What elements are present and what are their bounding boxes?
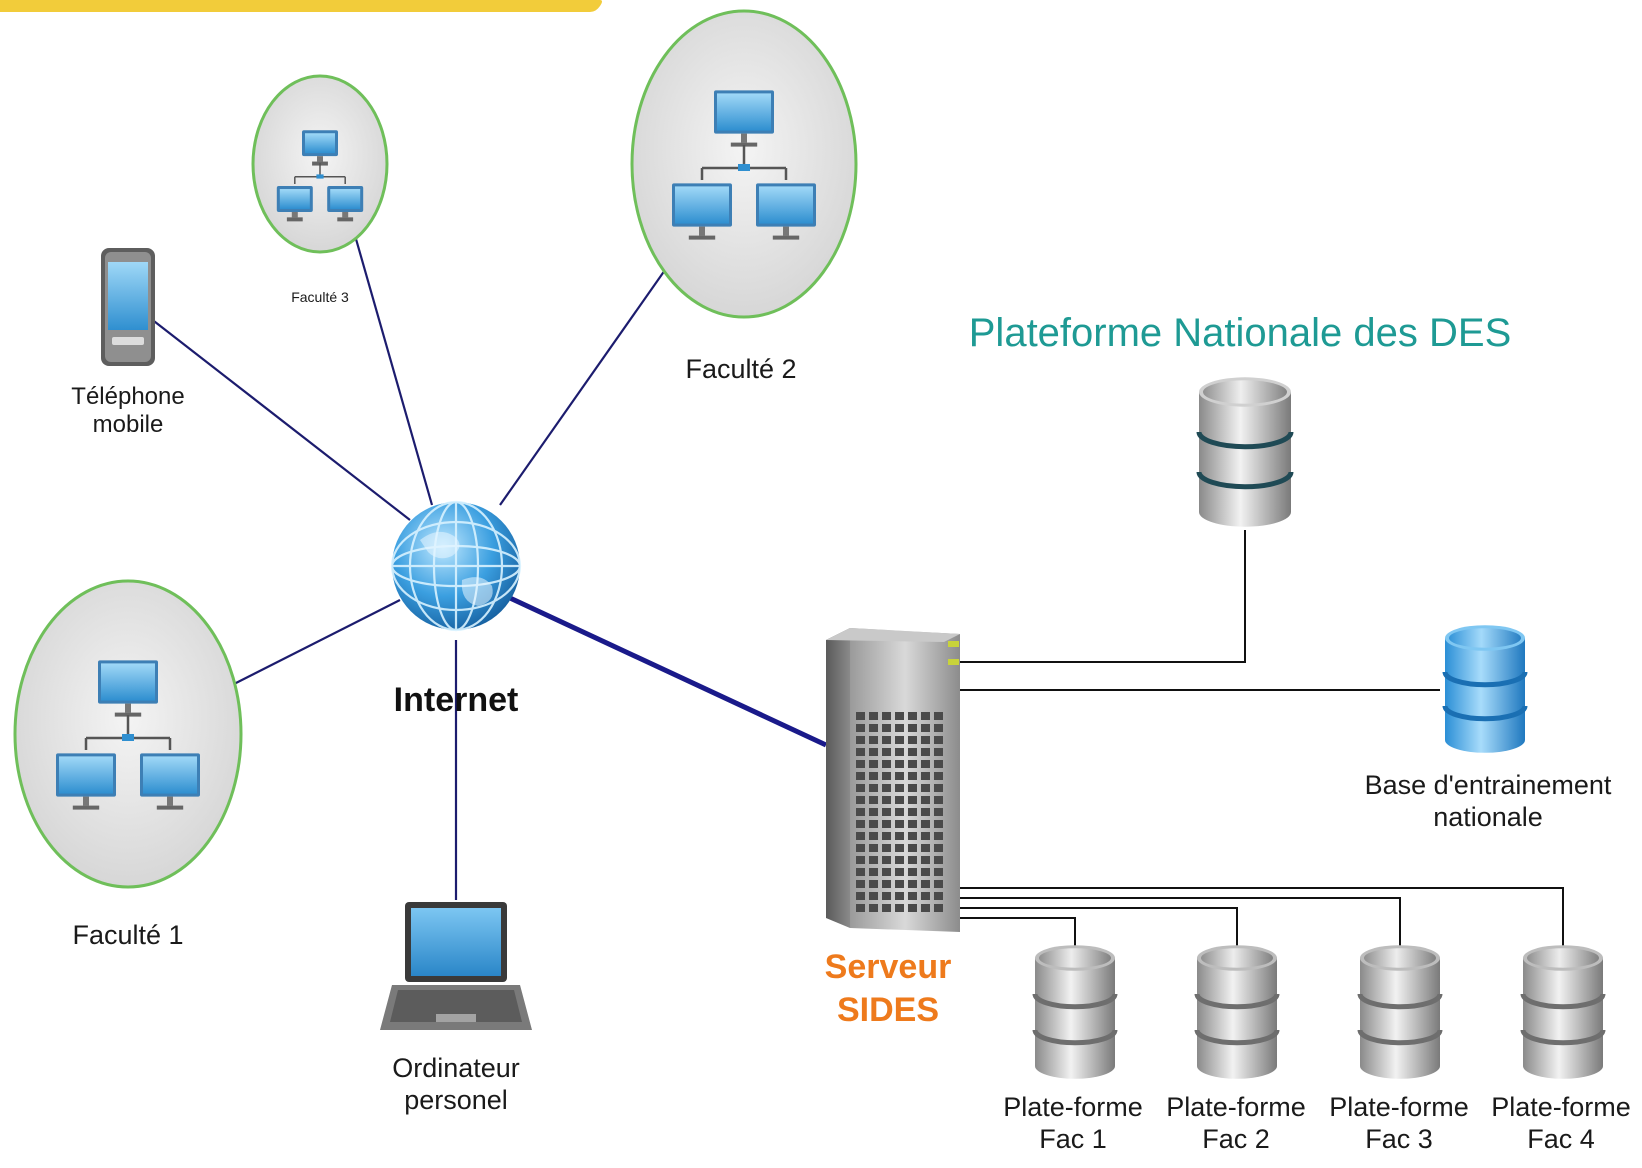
platform-db-icon-3 — [1357, 945, 1443, 1079]
platform-db-icon-1 — [1032, 945, 1118, 1079]
wire-fac-3 — [960, 897, 1401, 948]
banner-fragment — [0, 0, 602, 12]
wire-fac-1 — [960, 917, 1076, 948]
platform-databases — [1032, 945, 1606, 1079]
platform-label-1: Plate-forme Fac 1 — [1003, 1092, 1143, 1156]
laptop-label-line2: personel — [404, 1084, 508, 1115]
faculte-2-network-icon — [672, 90, 816, 240]
internet-label: Internet — [393, 681, 519, 719]
laptop-label: Ordinateur personel — [392, 1053, 520, 1117]
platform-label-4-line1: Plate-forme — [1491, 1092, 1631, 1122]
faculte-1-network-icon — [56, 660, 200, 810]
link-server — [508, 595, 828, 748]
link-phone — [149, 317, 411, 521]
faculte-3-label: Faculté 3 — [291, 289, 349, 305]
faculte-2-label: Faculté 2 — [685, 354, 797, 384]
internet-links — [149, 224, 666, 900]
blue-database-icon — [1442, 625, 1528, 753]
wire-fac-2 — [960, 907, 1238, 948]
server-tower-icon — [826, 628, 960, 932]
platform-label-3-line1: Plate-forme — [1329, 1092, 1469, 1122]
network-icons — [56, 90, 816, 810]
platform-label-2-line1: Plate-forme — [1166, 1092, 1306, 1122]
platform-label-4: Plate-forme Fac 4 — [1491, 1092, 1631, 1156]
platform-label-3: Plate-forme Fac 3 — [1329, 1092, 1469, 1156]
platform-title: Plateforme Nationale des DES — [968, 311, 1512, 355]
platform-label-2: Plate-forme Fac 2 — [1166, 1092, 1306, 1156]
platform-label-1-line1: Plate-forme — [1003, 1092, 1143, 1122]
wire-national-db — [960, 530, 1246, 663]
phone-label-line2: mobile — [92, 411, 164, 439]
phone-label: Téléphone mobile — [71, 383, 184, 440]
platform-label-4-line2: Fac 4 — [1527, 1123, 1595, 1154]
faculte-1-label: Faculté 1 — [72, 920, 184, 950]
laptop-icon — [380, 902, 532, 1030]
platform-db-icon-2 — [1194, 945, 1280, 1079]
link-faculte-1 — [231, 599, 401, 686]
training-db-label-line1: Base d'entrainement — [1364, 770, 1612, 800]
mobile-phone-icon — [101, 248, 155, 366]
platform-db-icon-4 — [1520, 945, 1606, 1079]
link-faculte-3 — [350, 224, 434, 506]
server-label-line1: Serveur — [824, 948, 952, 986]
platform-label-3-line2: Fac 3 — [1365, 1123, 1433, 1154]
silver-database-icon — [1196, 377, 1294, 527]
platform-label-2-line2: Fac 2 — [1202, 1123, 1270, 1154]
server-label-line2: SIDES — [836, 990, 940, 1029]
platform-label-1-line2: Fac 1 — [1039, 1123, 1107, 1154]
link-faculte-2 — [499, 269, 666, 506]
server-label: Serveur SIDES — [825, 946, 952, 1031]
laptop-label-line1: Ordinateur — [392, 1053, 520, 1083]
phone-label-line1: Téléphone — [71, 383, 185, 410]
faculte-3-network-icon — [276, 130, 364, 222]
globe-icon — [390, 500, 522, 632]
training-db-label-line2: nationale — [1433, 801, 1543, 832]
training-db-label: Base d'entrainement nationale — [1365, 770, 1612, 834]
server-wires — [960, 530, 1564, 948]
wire-fac-4 — [960, 887, 1564, 948]
